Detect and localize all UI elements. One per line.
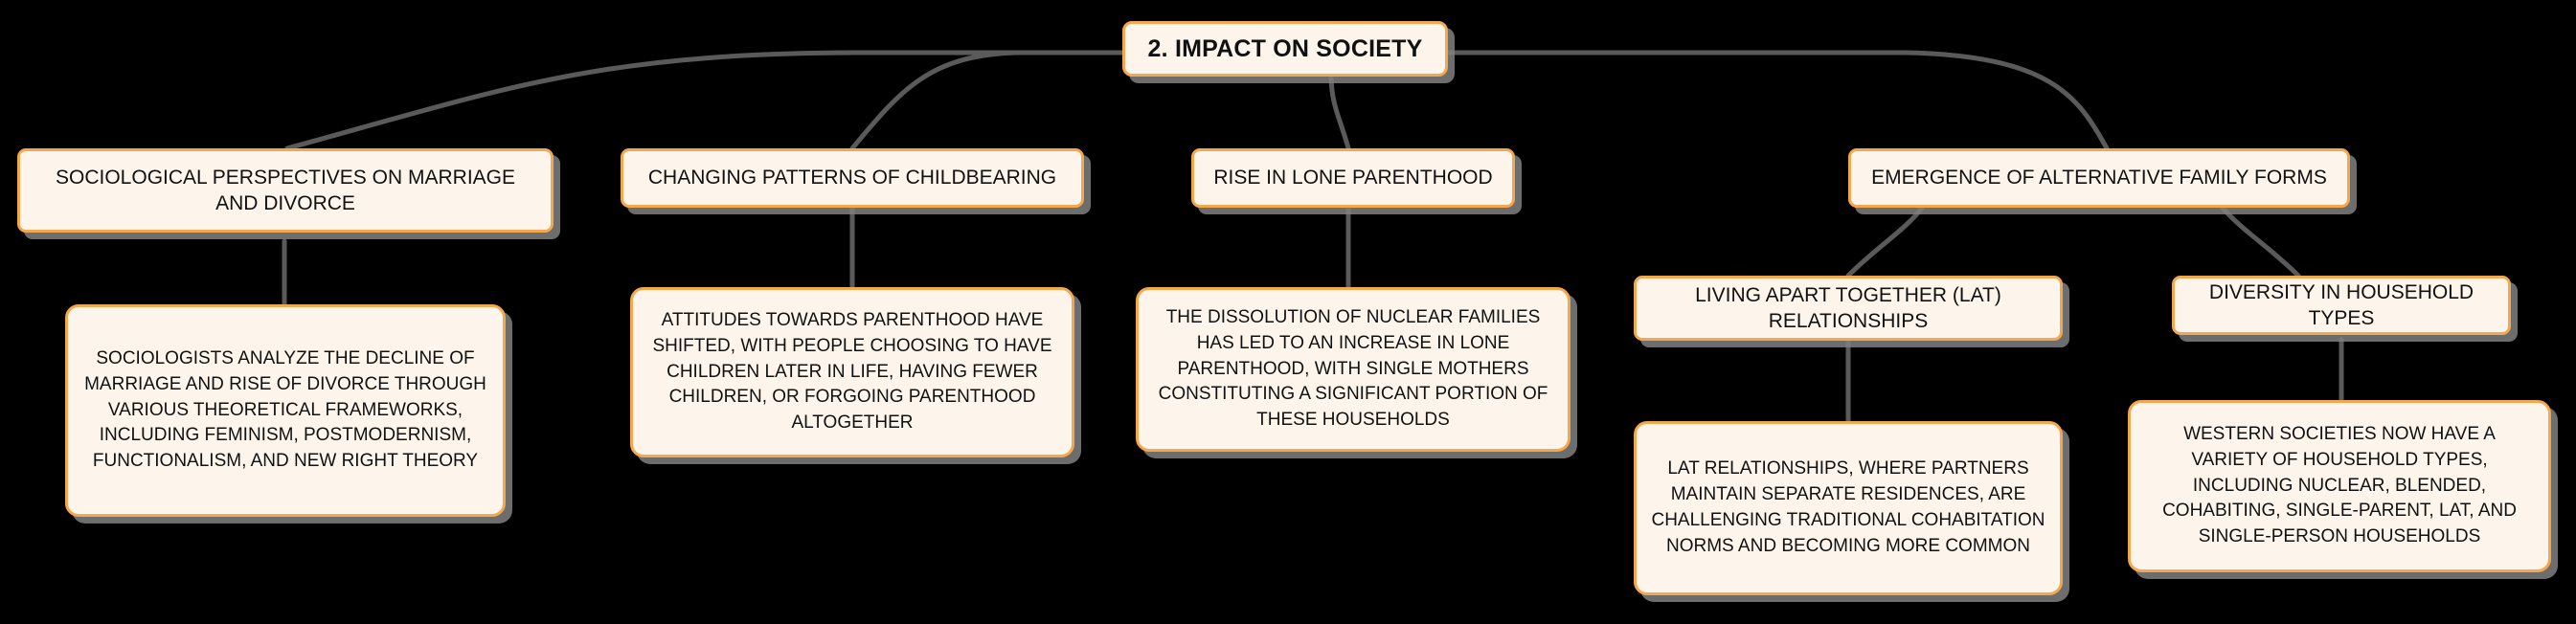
node-branch-2-label: CHANGING PATTERNS OF CHILDBEARING: [647, 167, 1057, 189]
node-leaf-western-societies-household[interactable]: WESTERN SOCIETIES NOW HAVE A VARIETY OF …: [2128, 400, 2551, 572]
node-leaf-attitudes-parenthood[interactable]: ATTITUDES TOWARDS PARENTHOOD HAVE SHIFTE…: [630, 287, 1074, 457]
node-branch-rise-lone-parenthood[interactable]: RISE IN LONE PARENTHOOD: [1191, 148, 1515, 208]
node-subbranch-living-apart-together[interactable]: LIVING APART TOGETHER (LAT) RELATIONSHIP…: [1634, 276, 2063, 341]
edge-root-to-branch-4: [1445, 50, 2110, 151]
node-leaf-lat-relationships[interactable]: LAT RELATIONSHIPS, WHERE PARTNERS MAINTA…: [1634, 421, 2063, 595]
node-branch-changing-patterns-childbearing[interactable]: CHANGING PATTERNS OF CHILDBEARING: [621, 148, 1084, 208]
node-branch-emergence-alternative-family-forms[interactable]: EMERGENCE OF ALTERNATIVE FAMILY FORMS: [1848, 148, 2350, 208]
node-branch-3-label: RISE IN LONE PARENTHOOD: [1213, 167, 1493, 189]
edge-branch-4-to-sub-4b: [2219, 204, 2301, 279]
node-root-label: 2. IMPACT ON SOCIETY: [1147, 35, 1423, 62]
node-subbranch-4b-label: DIVERSITY IN HOUSEHOLD TYPES: [2208, 280, 2474, 329]
node-leaf-sociologists-analyze[interactable]: SOCIOLOGISTS ANALYZE THE DECLINE OF MARR…: [65, 304, 506, 517]
edge-branch-4-to-sub-4a: [1845, 204, 1926, 279]
node-branch-4-label: EMERGENCE OF ALTERNATIVE FAMILY FORMS: [1871, 167, 2327, 189]
edge-root-to-branch-2: [849, 50, 1125, 151]
node-leaf-4a-label: LAT RELATIONSHIPS, WHERE PARTNERS MAINTA…: [1651, 458, 2045, 556]
edge-root-to-branch-1: [284, 50, 1125, 151]
node-subbranch-4a-label: LIVING APART TOGETHER (LAT) RELATIONSHIP…: [1695, 283, 2001, 332]
node-leaf-dissolution-nuclear-families[interactable]: THE DISSOLUTION OF NUCLEAR FAMILIES HAS …: [1136, 287, 1570, 452]
node-leaf-3-label: THE DISSOLUTION OF NUCLEAR FAMILIES HAS …: [1158, 306, 1548, 431]
edge-root-to-branch-3: [1328, 72, 1351, 151]
node-branch-sociological-perspectives[interactable]: SOCIOLOGICAL PERSPECTIVES ON MARRIAGE AN…: [17, 148, 554, 233]
node-subbranch-diversity-household-types[interactable]: DIVERSITY IN HOUSEHOLD TYPES: [2172, 276, 2511, 335]
node-leaf-4b-label: WESTERN SOCIETIES NOW HAVE A VARIETY OF …: [2162, 423, 2517, 547]
node-root[interactable]: 2. IMPACT ON SOCIETY: [1122, 21, 1448, 77]
node-leaf-2-label: ATTITUDES TOWARDS PARENTHOOD HAVE SHIFTE…: [652, 309, 1052, 434]
node-branch-1-label: SOCIOLOGICAL PERSPECTIVES ON MARRIAGE AN…: [56, 166, 515, 214]
node-leaf-1-label: SOCIOLOGISTS ANALYZE THE DECLINE OF MARR…: [84, 347, 486, 472]
